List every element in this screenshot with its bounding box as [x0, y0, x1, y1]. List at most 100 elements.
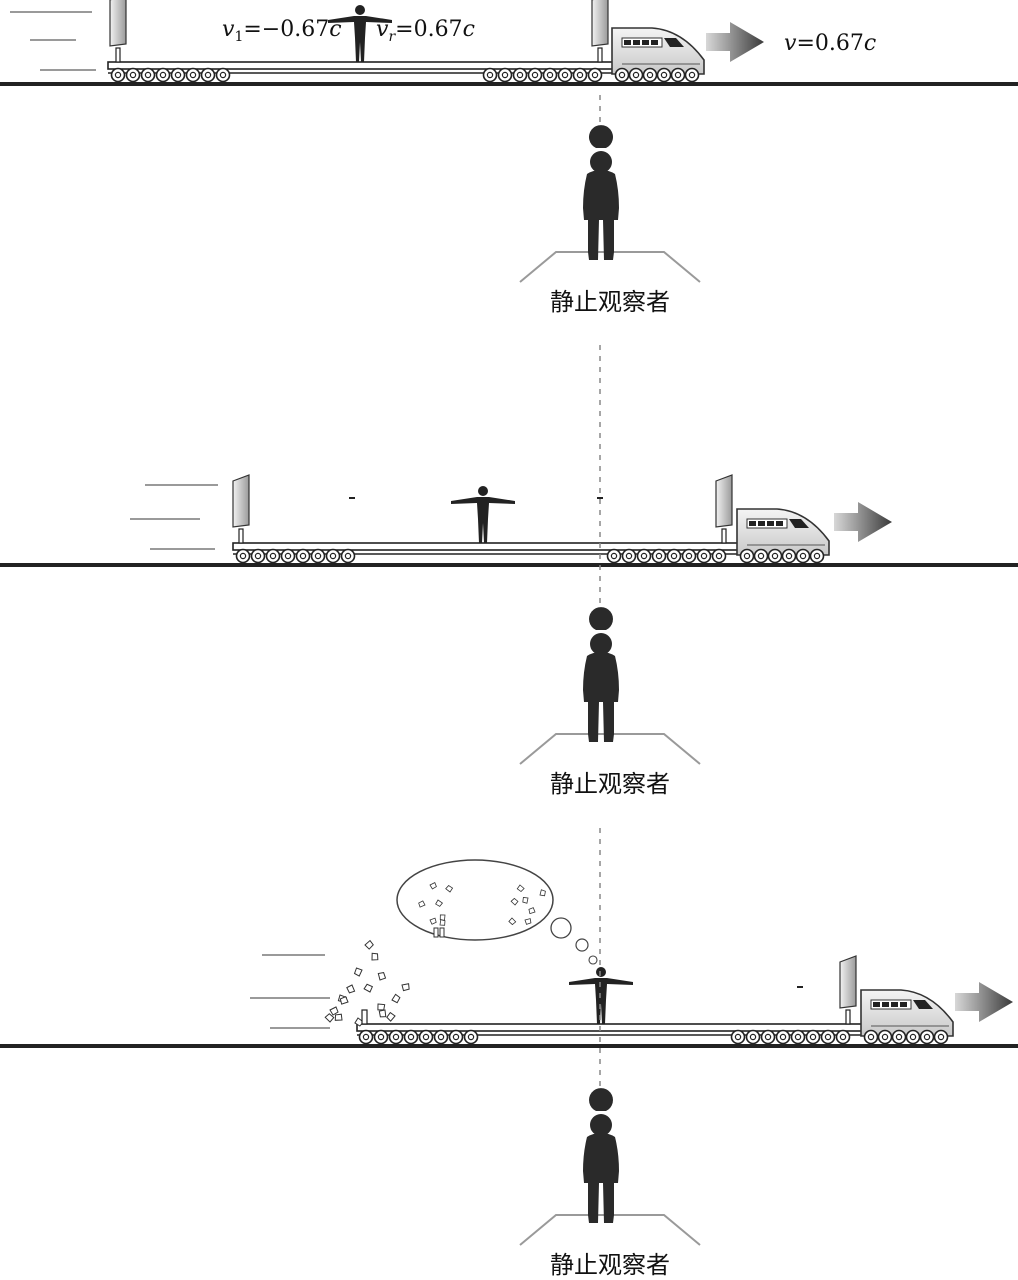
mirror	[232, 474, 250, 544]
wheel	[790, 1029, 806, 1045]
wheel	[606, 548, 622, 564]
mirror-debris	[400, 981, 412, 993]
locomotive-wheel	[781, 548, 797, 564]
wheel	[542, 67, 558, 83]
wheel	[433, 1029, 449, 1045]
wheel	[200, 67, 216, 83]
mirror	[715, 474, 733, 544]
locomotive-wheel	[919, 1029, 935, 1045]
locomotive-wheel	[739, 548, 755, 564]
wheel	[265, 548, 281, 564]
wheel	[482, 67, 498, 83]
wheel	[621, 548, 637, 564]
mirror-debris	[352, 965, 365, 978]
ground-rail	[0, 563, 1018, 567]
observer-label-2: 静止观察者	[550, 770, 670, 798]
wheel	[185, 67, 201, 83]
wheel	[250, 548, 266, 564]
locomotive-wheel	[891, 1029, 907, 1045]
motion-arrow	[706, 22, 764, 62]
wheel	[325, 548, 341, 564]
wheel	[170, 67, 186, 83]
wheel	[681, 548, 697, 564]
wheel	[125, 67, 141, 83]
imagined-mirror-post	[439, 927, 445, 938]
moving-observer-figure	[451, 486, 515, 543]
wheel	[587, 67, 603, 83]
locomotive-wheel	[767, 548, 783, 564]
wheel	[835, 1029, 851, 1045]
wheel	[730, 1029, 746, 1045]
mirror	[109, 0, 127, 63]
motion-arrow	[955, 982, 1013, 1022]
panel-3	[0, 828, 1018, 1246]
wheel	[636, 548, 652, 564]
wheel	[418, 1029, 434, 1045]
wheel	[745, 1029, 761, 1045]
wheel	[557, 67, 573, 83]
wheel	[805, 1029, 821, 1045]
wheel	[497, 67, 513, 83]
wheel	[310, 548, 326, 564]
locomotive-wheel	[753, 548, 769, 564]
locomotive-wheel	[795, 548, 811, 564]
locomotive-wheel	[628, 67, 644, 83]
wheel	[463, 1029, 479, 1045]
train-velocity-label: v=0.67c	[784, 31, 876, 56]
ground-rail	[0, 82, 1018, 86]
wheel	[775, 1029, 791, 1045]
locomotive-wheel	[642, 67, 658, 83]
wheel	[340, 548, 356, 564]
mirror	[591, 0, 609, 63]
locomotive-wheel	[684, 67, 700, 83]
imagined-mirror-post	[433, 927, 439, 938]
wheel	[651, 548, 667, 564]
locomotive-wheel	[670, 67, 686, 83]
wheel	[760, 1029, 776, 1045]
stationary-observer	[583, 125, 619, 260]
wheel	[527, 67, 543, 83]
thought-bubble	[396, 859, 554, 941]
motion-arrow	[834, 502, 892, 542]
wheel	[512, 67, 528, 83]
wheel	[666, 548, 682, 564]
wheel	[403, 1029, 419, 1045]
velocity-label-right: vr=0.67c	[376, 17, 475, 45]
mirror	[839, 955, 857, 1025]
mirror-debris	[362, 982, 375, 995]
wheel	[820, 1029, 836, 1045]
wheel	[155, 67, 171, 83]
light-pulse	[349, 497, 355, 499]
thought-bubble-dot	[550, 917, 572, 939]
locomotive-wheel	[905, 1029, 921, 1045]
stationary-observer	[583, 1088, 619, 1223]
mirror-debris	[368, 951, 381, 963]
thought-bubble-dot	[588, 955, 598, 965]
locomotive-wheel	[656, 67, 672, 83]
wheel	[696, 548, 712, 564]
wheel	[572, 67, 588, 83]
wheel	[110, 67, 126, 83]
wheel	[215, 67, 231, 83]
locomotive-wheel	[933, 1029, 949, 1045]
flatcar-deck	[232, 542, 739, 551]
observer-label-1: 静止观察者	[550, 288, 670, 316]
locomotive-wheel	[877, 1029, 893, 1045]
locomotive	[611, 27, 705, 75]
wheel	[235, 548, 251, 564]
broken-mirror-post	[361, 1009, 368, 1025]
velocity-label-left: v1=−0.67c	[222, 17, 342, 45]
thought-bubble-dot	[575, 938, 589, 952]
wheel	[295, 548, 311, 564]
locomotive-wheel	[809, 548, 825, 564]
locomotive	[860, 989, 954, 1037]
light-pulse	[597, 497, 603, 499]
mirror-debris	[385, 1010, 397, 1023]
locomotive-wheel	[863, 1029, 879, 1045]
flatcar-deck	[356, 1023, 863, 1032]
observer-label-3: 静止观察者	[550, 1251, 670, 1279]
locomotive-wheel	[614, 67, 630, 83]
mirror-debris	[389, 992, 402, 1005]
wheel	[140, 67, 156, 83]
